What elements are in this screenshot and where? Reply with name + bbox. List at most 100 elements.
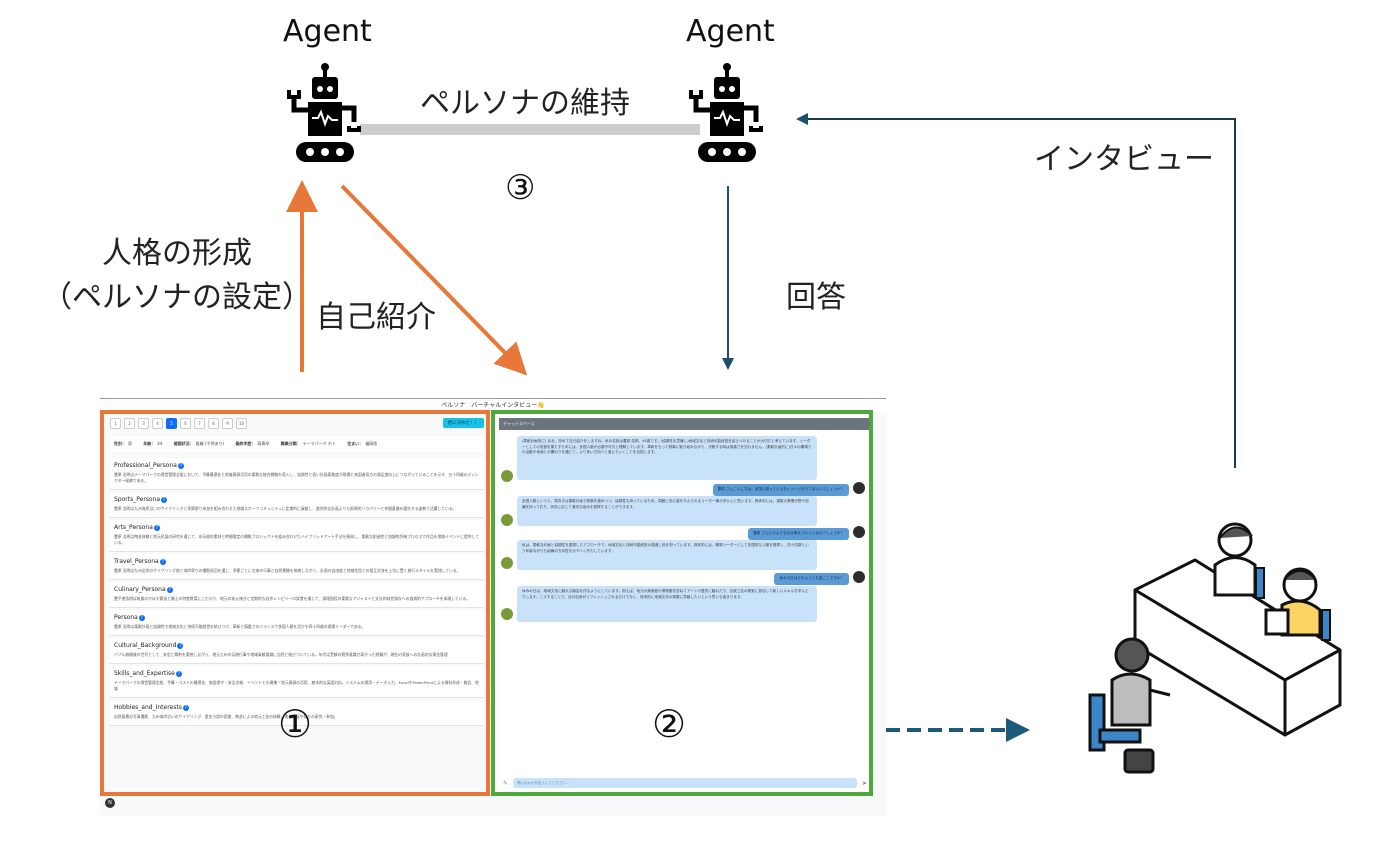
answer-label: 回答: [786, 280, 846, 315]
persona-pager: 1 2 3 4 5 6 7 8 9 10: [110, 418, 247, 429]
chat-message-user: 休みの日はどのようにお過ごしですか？: [774, 573, 849, 585]
persona-maintain-label: ペルソナの維持: [420, 86, 630, 121]
chat-message-bot: 多国人脈というと、表向きは柔軟計画で物事を進めつつ、協調性も持っているため、周囲…: [517, 496, 817, 526]
step3-marker: ③: [505, 168, 536, 208]
persona-card: Sports_Persona? 豊原 浩明は九州海岸沿いのサイクリングと季節祭り参…: [110, 492, 484, 518]
info-key-age: 年齢：: [143, 441, 156, 446]
card-title: Hobbies_and_Interests: [114, 704, 182, 711]
help-icon[interactable]: ?: [138, 614, 145, 621]
card-text: テーマパークの運営管理全般、予算・コストの最適化、施設保守・安全点検、イベントと…: [114, 680, 479, 691]
chat-input[interactable]: 問い合わせを記入してください...: [513, 778, 857, 788]
pager-page-4[interactable]: 4: [152, 418, 163, 429]
user-initial-avatar[interactable]: N: [105, 798, 115, 808]
interview-scene-illustration: [1088, 522, 1342, 774]
card-text: 豊原 浩明は九州海岸沿いのサイクリングと季節祭り参加を組み合わせた地域スポーツコ…: [114, 506, 457, 511]
persona-card: Culinary_Persona? 豊平徳浩明は筑紫のかぼす醤油と郷土の特産野菜に…: [110, 582, 484, 608]
card-title: Professional_Persona: [114, 462, 177, 469]
help-icon[interactable]: ?: [159, 558, 166, 565]
agent-left-label: Agent: [283, 14, 372, 49]
help-icon[interactable]: ?: [177, 462, 184, 469]
card-title: Culinary_Persona: [114, 586, 166, 593]
card-title: Travel_Persona: [114, 558, 159, 565]
pager-page-3[interactable]: 3: [138, 418, 149, 429]
chat-message-bot: (柔軟計画的に) ああ、改めて自己紹介をしますね。私の名前は豊原 浩明、44歳で…: [517, 436, 817, 480]
info-value-marital: 既婚 (子供あり): [195, 441, 225, 446]
chat-message-user: 豊原 さんこんにちは。多国人脈ってどんなイメージをもてばよいでしょうか？: [712, 484, 849, 496]
card-text: 豊原 浩明は陶芸体験と地元民謡の研究を通じて、非伝統的素材と時間限定の撮影プロジ…: [114, 534, 480, 545]
info-key-gender: 性別：: [114, 441, 126, 446]
persona-link-bar: [360, 124, 700, 135]
pager-page-6[interactable]: 6: [180, 418, 191, 429]
chat-message-bot: 私は、柔軟な計画と協調性を重視したアプローチで、地域文化と持続可能経営の橋渡し役…: [517, 540, 817, 570]
interview-label: インタビュー: [1034, 142, 1214, 177]
step2-marker: ②: [652, 702, 687, 746]
persona-cards: Professional_Persona? 豊原 浩明はテーマパークの運営管理全般…: [110, 458, 484, 728]
persona-card: Professional_Persona? 豊原 浩明はテーマパークの運営管理全般…: [110, 458, 484, 490]
send-icon[interactable]: ➤: [861, 780, 867, 787]
app-title: ペルソナ バーチャルインタビュー👋: [100, 398, 886, 413]
card-text: バブル崩壊後の世代として、安定と節約を重視しながら、地元九州の伝統行事や地域貢献…: [114, 652, 448, 657]
pager-page-8[interactable]: 8: [208, 418, 219, 429]
step1-marker: ①: [278, 702, 313, 746]
robot-agent-left-icon: [287, 63, 361, 162]
self-intro-arrow: [340, 184, 528, 376]
info-key-residence: 住まい：: [347, 441, 364, 446]
card-title: Skills_and_Expertise: [114, 670, 175, 677]
help-icon[interactable]: ?: [182, 704, 189, 711]
help-icon[interactable]: ?: [153, 524, 160, 531]
persona-card: Travel_Persona? 豊原 浩明は九州沿岸のサイクリング旅と海岸祭りの撮…: [110, 554, 484, 580]
user-avatar: [853, 526, 865, 538]
info-key-education: 最終学歴：: [235, 441, 256, 446]
pager-page-9[interactable]: 9: [222, 418, 233, 429]
pager-page-7[interactable]: 7: [194, 418, 205, 429]
persona-formation-line2: （ペルソナの設定）: [42, 280, 312, 315]
persona-info-bar: 性別：男 年齢：44 婚姻状況：既婚 (子供あり) 最終学歴：高専卒 職業分類：…: [110, 436, 484, 452]
bot-avatar: [501, 470, 513, 482]
interview-arrow: [796, 113, 1236, 468]
decide-button[interactable]: 君に決めた！！: [442, 418, 484, 428]
card-text: 豊原 浩明は九州沿岸のサイクリング旅と海岸祭りの撮影巡回を通じ、季節ごとに古来の…: [114, 568, 461, 573]
persona-formation-line1: 人格の形成: [102, 236, 252, 271]
user-avatar: [853, 571, 865, 583]
persona-card: Skills_and_Expertise? テーマパークの運営管理全般、予算・コス…: [110, 666, 484, 698]
card-title: Arts_Persona: [114, 524, 153, 531]
pager-page-2[interactable]: 2: [124, 418, 135, 429]
help-icon[interactable]: ?: [175, 670, 182, 677]
pager-page-5[interactable]: 5: [166, 418, 177, 429]
persona-card: Hobbies_and_Interests? 自然風景の写真撮影、九州海岸沿いのサ…: [110, 700, 484, 726]
bot-avatar: [501, 608, 513, 620]
agent-right-label: Agent: [686, 14, 775, 49]
chat-header: チャットスペース: [499, 418, 869, 430]
attach-icon[interactable]: ✎: [503, 780, 509, 787]
pager-page-10[interactable]: 10: [236, 418, 247, 429]
info-value-education: 高専卒: [257, 441, 270, 446]
card-text: 豊原 浩明は柔軟計画と協調性で地域文化と持続可能経営を結びつけ、革新と慎重さのバ…: [114, 624, 366, 629]
help-icon[interactable]: ?: [177, 642, 184, 649]
app-screenshot: ペルソナ バーチャルインタビュー👋 1 2 3 4 5 6 7 8 9 10 君…: [100, 398, 886, 816]
bot-avatar: [501, 514, 513, 526]
persona-formation-label: 人格の形成 （ペルソナの設定）: [42, 228, 312, 316]
help-icon[interactable]: ?: [161, 496, 168, 503]
info-key-occupation: 職業分類：: [280, 441, 301, 446]
chat-message-bot: 休みの日は、地域文化に触れる機会を作るようにしています。例えば、地元の美術館や博…: [517, 586, 817, 622]
info-value-gender: 男: [128, 441, 132, 446]
info-value-occupation: テーマパーク ホト: [302, 441, 336, 446]
chat-message-user: 豊原 さんどのようなお仕事をされているのでしょうか？: [748, 528, 849, 540]
help-icon[interactable]: ?: [166, 586, 173, 593]
pager-page-1[interactable]: 1: [110, 418, 121, 429]
persona-card: Persona? 豊原 浩明は柔軟計画と協調性で地域文化と持続可能経営を結びつけ、…: [110, 610, 484, 636]
info-key-marital: 婚姻状況：: [173, 441, 194, 446]
card-title: Sports_Persona: [114, 496, 161, 503]
info-value-age: 44: [157, 441, 163, 446]
card-text: 自然風景の写真撮影、九州海岸沿いのサイクリング、歴史小説の読書、陶芸による地元工…: [114, 714, 338, 719]
card-text: 豊原 浩明はテーマパークの運営管理全般において、予算最適化と地域資源活用の柔軟な…: [114, 472, 479, 483]
persona-card: Arts_Persona? 豊原 浩明は陶芸体験と地元民謡の研究を通じて、非伝統的…: [110, 520, 484, 552]
persona-card: Cultural_Background? バブル崩壊後の世代として、安定と節約を重…: [110, 638, 484, 664]
bot-avatar: [501, 557, 513, 569]
self-intro-label: 自己紹介: [316, 300, 436, 335]
persona-panel: 1 2 3 4 5 6 7 8 9 10 君に決めた！！ 性別：男 年齢：44 …: [100, 410, 490, 796]
card-title: Persona: [114, 614, 138, 621]
card-text: 豊平徳浩明は筑紫のかぼす醤油と郷土の特産野菜にこだわり、地元の炭火焼きと定期的な…: [114, 596, 471, 601]
chat-panel: チャットスペース (柔軟計画的に) ああ、改めて自己紹介をしますね。私の名前は豊…: [491, 410, 873, 796]
card-title: Cultural_Background: [114, 642, 177, 649]
